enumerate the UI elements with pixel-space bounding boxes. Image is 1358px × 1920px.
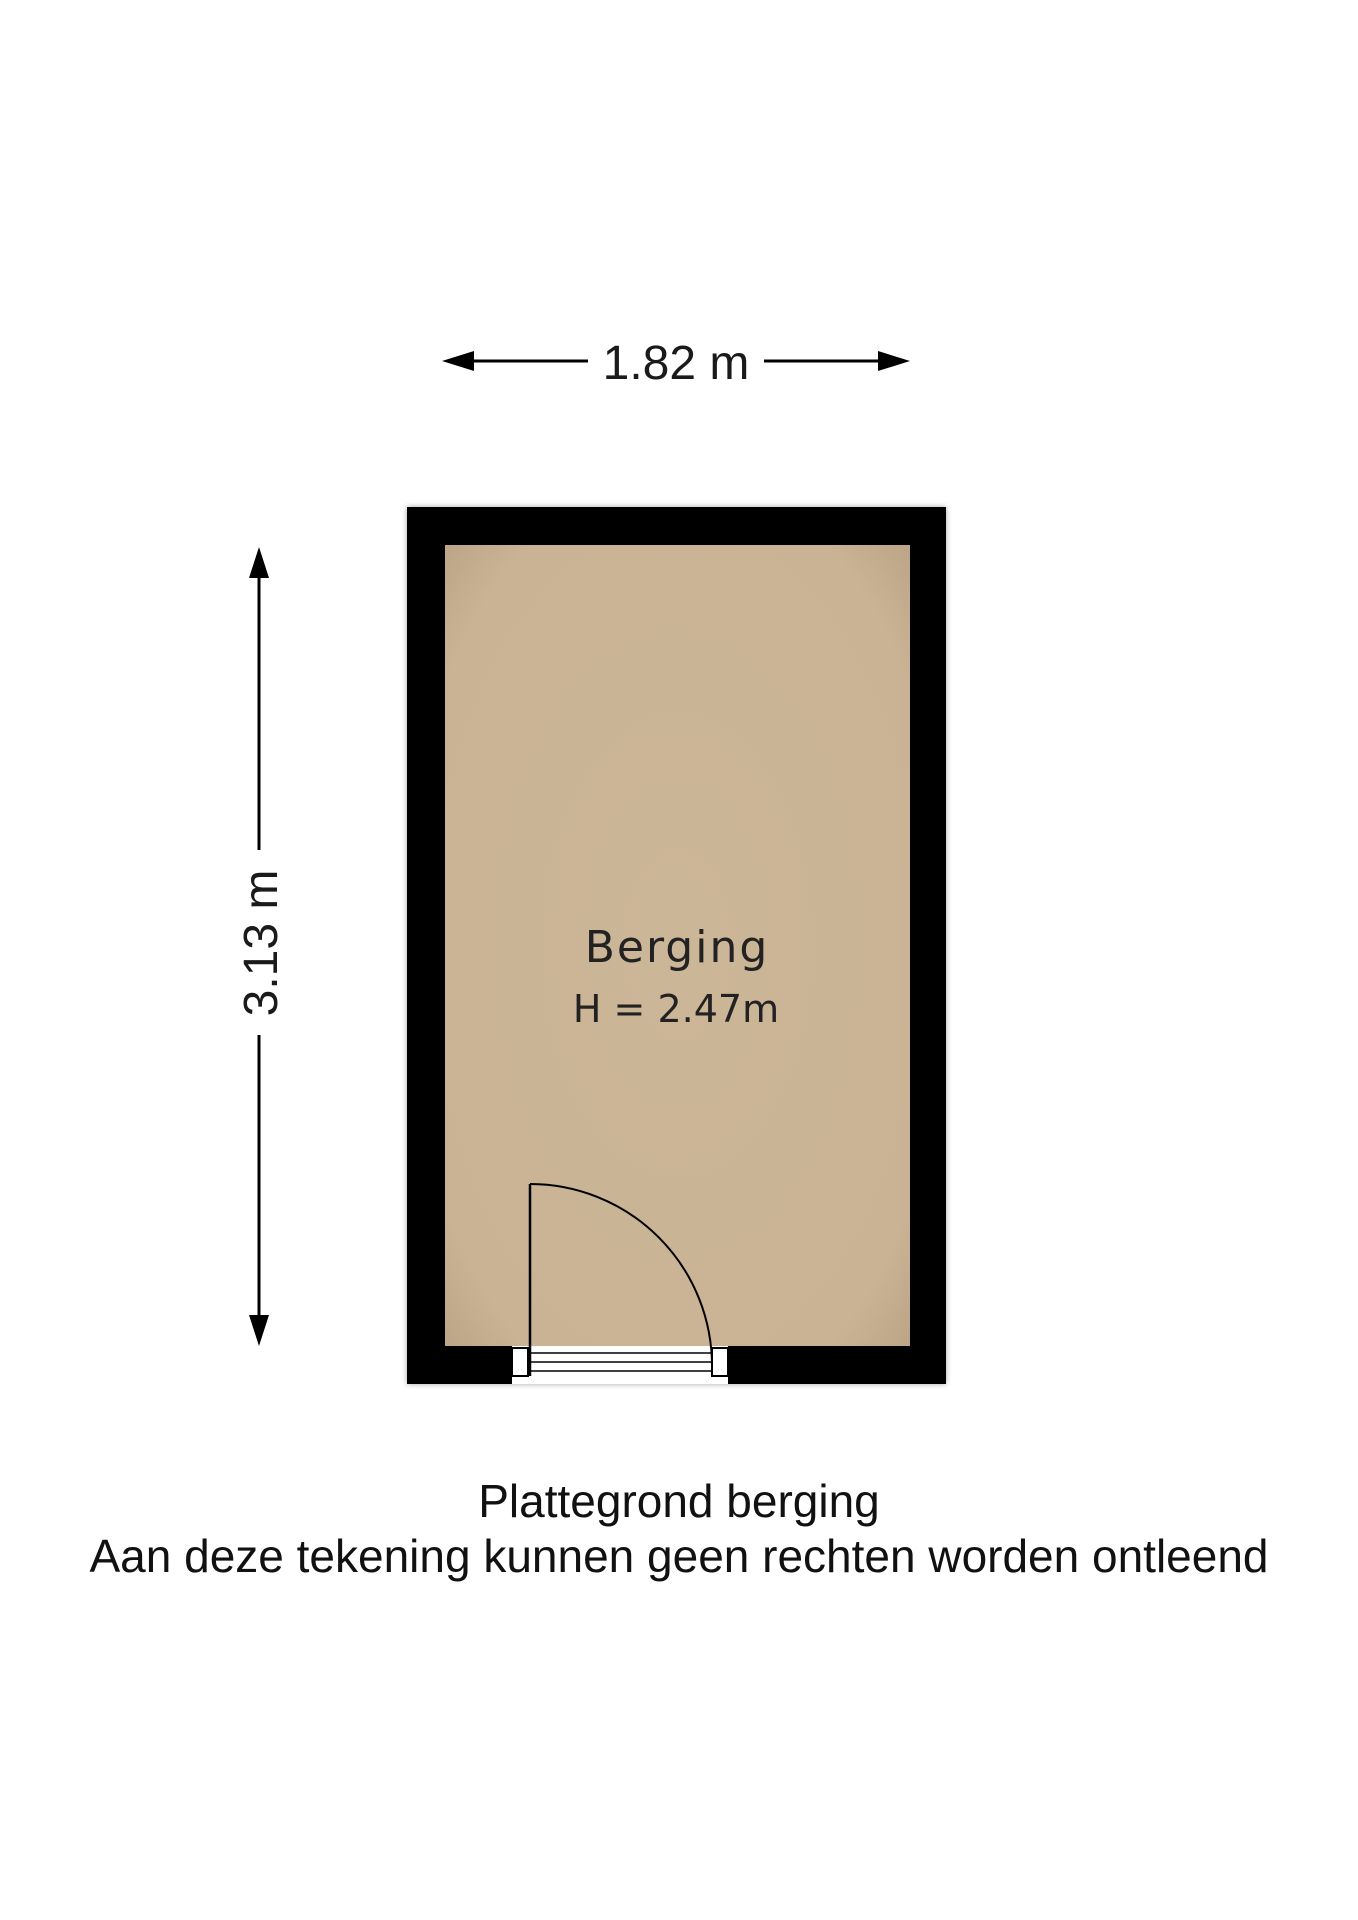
arrow-down-icon	[249, 1315, 269, 1346]
door-swing-arc	[529, 1183, 713, 1367]
plan-caption-title: Plattegrond berging	[478, 1475, 880, 1527]
arrow-left-icon	[442, 351, 474, 371]
room-berging: Berging H = 2.47m	[407, 507, 946, 1384]
door-opening	[512, 1346, 728, 1384]
width-dimension: 1.82 m	[442, 337, 910, 390]
door-jamb-right	[711, 1347, 729, 1377]
arrow-up-icon	[249, 547, 269, 578]
arrow-right-icon	[878, 351, 910, 371]
door-jamb-left	[511, 1347, 529, 1377]
width-dimension-label: 1.82 m	[603, 337, 750, 390]
length-dimension: 3.13 m	[235, 547, 288, 1346]
room-height-label: H = 2.47m	[573, 987, 779, 1031]
room-name: Berging	[585, 922, 770, 973]
plan-caption-disclaimer: Aan deze tekening kunnen geen rechten wo…	[89, 1530, 1269, 1582]
room-floor	[445, 545, 910, 1346]
length-dimension-label: 3.13 m	[235, 870, 288, 1017]
